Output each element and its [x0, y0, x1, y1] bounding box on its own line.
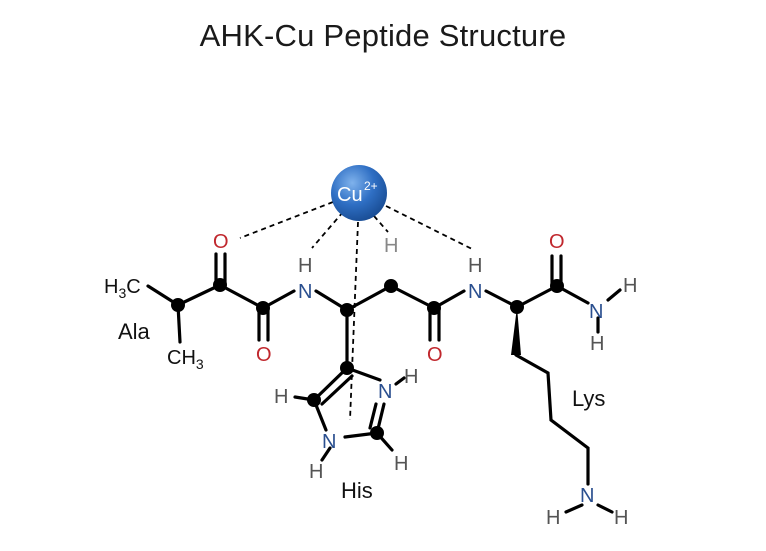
hydrogen-nh-2: H — [468, 255, 482, 277]
methyl-label-top: H3C — [104, 276, 141, 301]
hydrogen-ch: H — [384, 235, 398, 257]
hydrogen-amide-b: H — [590, 333, 604, 355]
nitrogen-amide-2: N — [468, 281, 482, 303]
oxygen-lys: O — [549, 231, 565, 253]
carbon-atoms — [171, 278, 564, 440]
hydrogen-his-ring-left: H — [274, 386, 288, 408]
oxygen-ala: O — [213, 231, 229, 253]
coord-bond-his-n — [349, 221, 359, 421]
residue-label-his: His — [341, 478, 373, 503]
coord-bond-ala-o — [239, 201, 334, 239]
copper-charge: 2+ — [364, 179, 378, 193]
nitrogen-lys-amine: N — [580, 485, 594, 507]
backbone-bonds — [146, 252, 622, 370]
coord-bond-h — [373, 215, 389, 233]
oxygen-carbonyl-1: O — [256, 344, 272, 366]
residue-label-ala: Ala — [118, 319, 151, 344]
hydrogen-lys-amine-b: H — [614, 507, 628, 529]
hydrogen-nh-1: H — [298, 255, 312, 277]
coordination-bonds — [239, 201, 475, 421]
hydrogen-amide-a: H — [623, 275, 637, 297]
hydrogen-lys-amine-a: H — [546, 507, 560, 529]
hydrogen-his-ring-right: H — [394, 453, 408, 475]
coord-bond-nh2 — [385, 205, 475, 251]
nitrogen-amide-1: N — [298, 281, 312, 303]
lys-side-chain — [514, 353, 590, 486]
coord-bond-nh1 — [311, 211, 344, 249]
nitrogen-amide-terminal: N — [589, 301, 603, 323]
nitrogen-his-lower: N — [322, 431, 336, 453]
page-title: AHK-Cu Peptide Structure — [199, 18, 567, 53]
nitrogen-his-upper: N — [378, 381, 392, 403]
copper-ion: Cu 2+ — [331, 165, 387, 221]
residue-label-lys: Lys — [572, 386, 605, 411]
copper-symbol: Cu — [337, 184, 363, 206]
oxygen-carbonyl-2: O — [427, 344, 443, 366]
methyl-label-bottom: CH3 — [167, 347, 204, 372]
wedge-bond — [511, 307, 521, 355]
hydrogen-his-nh: H — [404, 366, 418, 388]
hydrogen-his-n-lower: H — [309, 461, 323, 483]
